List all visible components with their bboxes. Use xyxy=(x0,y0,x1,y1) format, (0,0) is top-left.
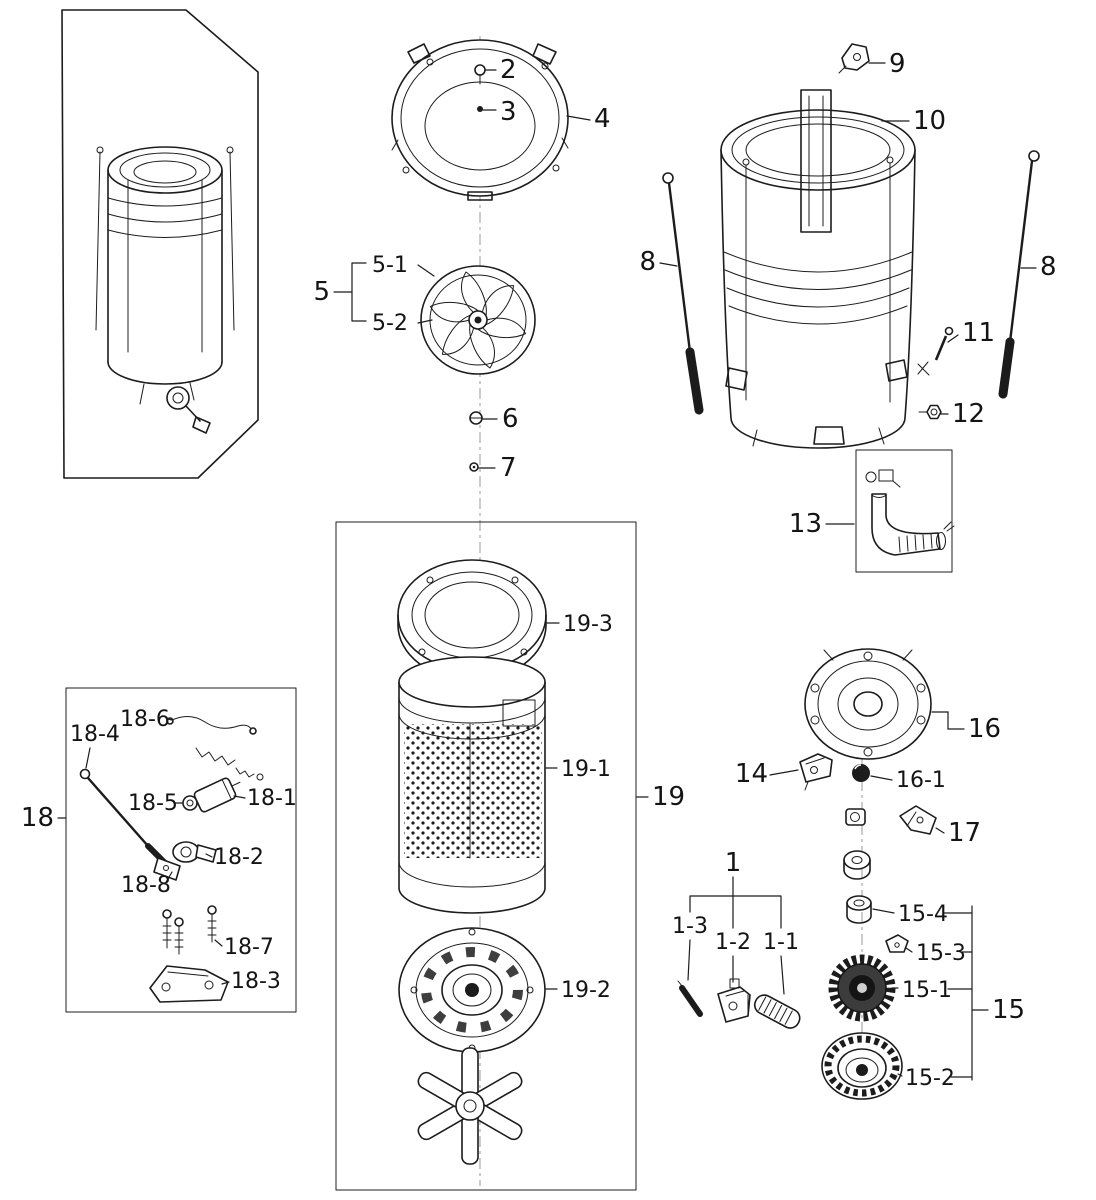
leader-15-3 xyxy=(905,947,913,953)
callout-12: 12 xyxy=(952,399,985,429)
part-15-3-clip xyxy=(885,934,909,953)
callout-3: 3 xyxy=(500,97,517,127)
part-19-group-box xyxy=(335,521,637,1191)
part-11-screw xyxy=(917,326,954,376)
leader-15-4 xyxy=(872,908,895,914)
part-4-tub-cover xyxy=(391,39,569,201)
part-16-stator xyxy=(804,648,932,760)
leader-18-8 xyxy=(164,871,173,885)
leader-11 xyxy=(947,334,959,343)
part-19-2-basket-base xyxy=(398,927,546,1053)
callout-15-4: 15-4 xyxy=(898,902,948,927)
callout-18-4: 18-4 xyxy=(70,722,120,747)
bracket-1 xyxy=(689,876,782,929)
part-15-4-seal xyxy=(846,895,872,924)
leader-14 xyxy=(769,769,799,776)
callout-6: 6 xyxy=(502,404,519,434)
callout-4: 4 xyxy=(594,104,611,134)
callout-5-1: 5-1 xyxy=(372,253,408,278)
callout-2: 2 xyxy=(500,55,517,85)
part-16-1-ball xyxy=(852,764,870,782)
callout-17: 17 xyxy=(948,818,981,848)
leader-18-6 xyxy=(167,718,173,721)
part-14-bracket xyxy=(799,753,833,791)
leader-4 xyxy=(566,115,591,121)
callout-19-1: 19-1 xyxy=(561,757,611,782)
part-1-3-pin xyxy=(677,980,703,1017)
callout-5: 5 xyxy=(313,277,330,307)
callout-18-8: 18-8 xyxy=(121,873,171,898)
callout-16: 16 xyxy=(968,714,1001,744)
callout-18-2: 18-2 xyxy=(214,845,264,870)
part-washer-square xyxy=(845,808,866,826)
bracket-15 xyxy=(943,905,989,1081)
leader-16 xyxy=(931,711,965,730)
part-15-1-rotor xyxy=(828,954,896,1022)
bracket-5 xyxy=(333,262,367,322)
callout-15: 15 xyxy=(992,995,1025,1025)
callout-18-7: 18-7 xyxy=(224,935,274,960)
callout-1-3: 1-3 xyxy=(672,914,708,939)
part-12-nut xyxy=(918,404,942,420)
callout-15-3: 15-3 xyxy=(916,941,966,966)
part-1-2-sensor xyxy=(717,978,751,1023)
part-19-1-spin-basket xyxy=(398,656,546,914)
part-9-hose-holder xyxy=(838,43,870,74)
part-8-suspension-rod-right xyxy=(998,150,1040,399)
leader-8-left xyxy=(659,262,678,267)
assembled-view-inset xyxy=(61,9,259,479)
callout-18-3: 18-3 xyxy=(231,969,281,994)
part-18-group xyxy=(65,687,297,1013)
leader-18-7 xyxy=(214,939,223,947)
leader-15-2 xyxy=(897,1073,903,1077)
callout-1: 1 xyxy=(725,848,742,878)
callout-18-1: 18-1 xyxy=(247,786,297,811)
callout-16-1: 16-1 xyxy=(896,768,946,793)
callout-19: 19 xyxy=(652,782,685,812)
part-2-fastener xyxy=(474,64,486,85)
leader-18-4 xyxy=(85,747,91,769)
part-5-filter-cap xyxy=(420,265,536,375)
part-19-spider-flange xyxy=(417,1047,523,1165)
callout-9: 9 xyxy=(889,49,906,79)
callout-19-3: 19-3 xyxy=(563,612,613,637)
leader-1-parts xyxy=(687,939,785,995)
callout-5-2: 5-2 xyxy=(372,311,408,336)
part-8-suspension-rod-left xyxy=(662,172,704,415)
callout-13: 13 xyxy=(789,509,822,539)
leader-16-1 xyxy=(870,775,893,781)
callout-18-6: 18-6 xyxy=(120,707,170,732)
callout-1-1: 1-1 xyxy=(763,930,799,955)
leader-18-1 xyxy=(233,795,246,799)
part-1-1-ribbed-tube xyxy=(753,994,801,1029)
callout-14: 14 xyxy=(735,759,768,789)
part-washer-round xyxy=(843,850,871,880)
part-7-washer xyxy=(469,462,479,472)
callout-11: 11 xyxy=(962,318,995,348)
leader-18-2 xyxy=(205,853,213,858)
callout-19-2: 19-2 xyxy=(561,978,611,1003)
part-10-outer-tub xyxy=(720,89,916,449)
callout-1-2: 1-2 xyxy=(715,930,751,955)
leader-18-3 xyxy=(221,981,230,985)
leader-17 xyxy=(935,827,945,834)
part-17-bracket xyxy=(899,805,937,835)
callout-15-1: 15-1 xyxy=(902,978,952,1003)
part-6-bolt xyxy=(469,411,483,425)
callouts: 2 3 4 5 5-1 5-2 6 7 8 8 9 10 11 12 13 16… xyxy=(21,49,1057,1091)
callout-18-5: 18-5 xyxy=(128,791,178,816)
callout-15-2: 15-2 xyxy=(905,1066,955,1091)
callout-8-right: 8 xyxy=(1040,252,1057,282)
part-15-2-rotor-housing xyxy=(821,1032,903,1100)
callout-10: 10 xyxy=(913,106,946,136)
leader-5-1 xyxy=(417,264,435,277)
leader-5-2 xyxy=(417,319,433,324)
callout-8-left: 8 xyxy=(639,247,656,277)
callout-18: 18 xyxy=(21,803,54,833)
callout-7: 7 xyxy=(500,453,517,483)
part-19-3-balance-ring xyxy=(397,559,547,681)
part-13-drain-hose xyxy=(855,449,955,573)
part-3-fastener xyxy=(477,106,483,112)
